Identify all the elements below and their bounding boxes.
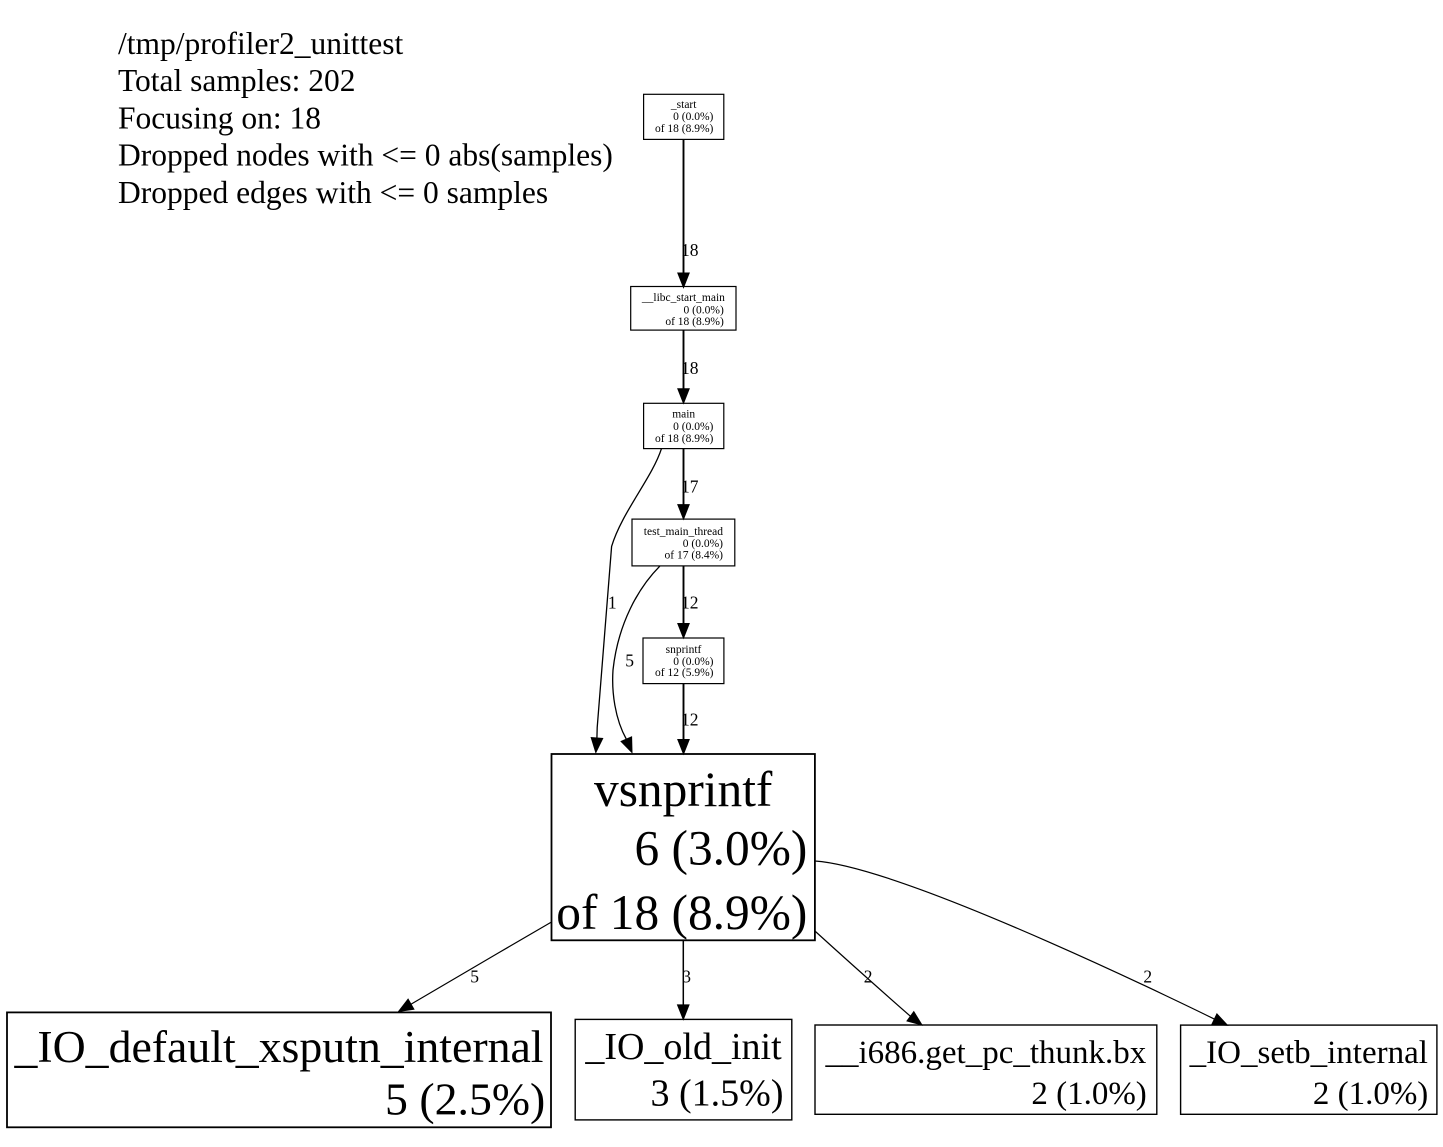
- svg-text:6 (3.0%): 6 (3.0%): [634, 821, 807, 876]
- svg-text:snprintf: snprintf: [666, 644, 702, 656]
- svg-text:1: 1: [608, 592, 617, 612]
- svg-text:0 (0.0%): 0 (0.0%): [673, 111, 713, 123]
- svg-text:17: 17: [681, 476, 699, 496]
- svg-text:/tmp/profiler2_unittest: /tmp/profiler2_unittest: [118, 26, 403, 61]
- svg-text:2 (1.0%): 2 (1.0%): [1031, 1076, 1146, 1112]
- svg-text:0 (0.0%): 0 (0.0%): [673, 421, 713, 433]
- svg-text:of 18 (8.9%): of 18 (8.9%): [556, 885, 807, 940]
- svg-text:5: 5: [470, 966, 479, 986]
- svg-text:2 (1.0%): 2 (1.0%): [1313, 1076, 1428, 1112]
- svg-text:of 17 (8.4%): of 17 (8.4%): [665, 549, 724, 561]
- svg-text:18: 18: [681, 358, 699, 378]
- svg-text:5 (2.5%): 5 (2.5%): [385, 1074, 545, 1125]
- svg-text:main: main: [672, 409, 695, 421]
- svg-text:Focusing on: 18: Focusing on: 18: [118, 100, 321, 135]
- svg-text:of 12 (5.9%): of 12 (5.9%): [655, 667, 714, 679]
- svg-text:vsnprintf: vsnprintf: [594, 762, 773, 817]
- svg-text:of 18 (8.9%): of 18 (8.9%): [665, 316, 724, 328]
- svg-text:Dropped edges with <= 0 sample: Dropped edges with <= 0 samples: [118, 175, 548, 210]
- svg-text:18: 18: [681, 240, 699, 260]
- svg-text:_IO_old_init: _IO_old_init: [584, 1026, 782, 1068]
- svg-text:_IO_setb_internal: _IO_setb_internal: [1189, 1035, 1428, 1071]
- svg-text:_IO_default_xsputn_internal: _IO_default_xsputn_internal: [13, 1021, 543, 1072]
- svg-text:__libc_start_main: __libc_start_main: [641, 292, 725, 304]
- svg-text:Total samples: 202: Total samples: 202: [118, 63, 356, 98]
- svg-text:of 18 (8.9%): of 18 (8.9%): [655, 433, 714, 445]
- svg-text:__i686.get_pc_thunk.bx: __i686.get_pc_thunk.bx: [824, 1035, 1146, 1071]
- svg-text:_start: _start: [670, 99, 697, 111]
- svg-text:test_main_thread: test_main_thread: [644, 526, 723, 538]
- svg-text:12: 12: [681, 709, 699, 729]
- svg-text:12: 12: [681, 593, 699, 613]
- svg-text:3: 3: [682, 966, 691, 986]
- svg-text:2: 2: [1143, 966, 1152, 986]
- svg-text:of 18 (8.9%): of 18 (8.9%): [655, 123, 714, 135]
- svg-text:3 (1.5%): 3 (1.5%): [651, 1073, 784, 1115]
- svg-text:5: 5: [625, 651, 634, 671]
- svg-text:Dropped nodes with <= 0 abs(sa: Dropped nodes with <= 0 abs(samples): [118, 138, 613, 173]
- svg-text:2: 2: [864, 966, 873, 986]
- svg-text:0 (0.0%): 0 (0.0%): [684, 304, 724, 316]
- svg-text:0 (0.0%): 0 (0.0%): [683, 538, 723, 550]
- svg-text:0 (0.0%): 0 (0.0%): [673, 656, 713, 668]
